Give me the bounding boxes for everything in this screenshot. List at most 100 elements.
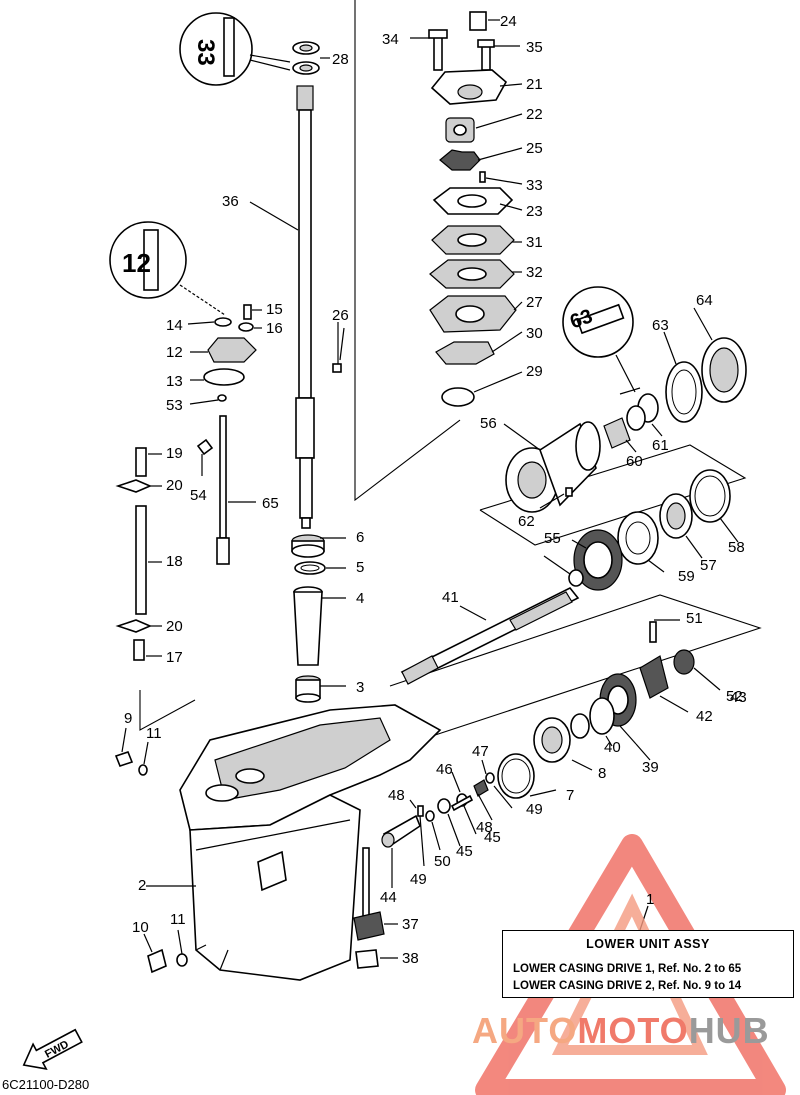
- callout-38: 38: [402, 950, 419, 967]
- callout-22: 22: [526, 106, 543, 123]
- callout-21: 21: [526, 76, 543, 93]
- callout-45: 45: [456, 843, 473, 860]
- callout-55: 55: [544, 530, 561, 547]
- callout-14: 14: [166, 317, 183, 334]
- callout-20: 20: [166, 477, 183, 494]
- callout-57: 57: [700, 557, 717, 574]
- callout-19: 19: [166, 445, 183, 462]
- callout-51: 51: [686, 610, 703, 627]
- inset-code-12: 12: [122, 248, 151, 278]
- callout-61: 61: [652, 437, 669, 454]
- callout-11: 11: [146, 725, 162, 742]
- callout-46: 46: [436, 761, 453, 778]
- callout-54: 54: [190, 487, 207, 504]
- callout-45: 45: [484, 829, 501, 846]
- automotohub-watermark: AUTOMOTOHUB: [472, 1010, 770, 1052]
- forward-gear: [568, 529, 623, 591]
- callout-48: 48: [476, 819, 493, 836]
- fwd-label: FWD: [43, 1038, 71, 1060]
- callout-23: 23: [526, 203, 543, 220]
- callout-48: 48: [388, 787, 405, 804]
- callout-36: 36: [222, 193, 239, 210]
- callout-3: 3: [356, 679, 364, 696]
- gear-group-frame: [389, 594, 762, 741]
- inset-code-33: 33: [192, 39, 219, 66]
- inset-circle-12: 12: [109, 221, 226, 316]
- drive-shaft-assembly: [292, 41, 342, 529]
- shift-plunger-parts: [381, 772, 495, 848]
- callout-25: 25: [526, 140, 543, 157]
- propeller-shaft-housing-group: [505, 337, 747, 513]
- callout-56: 56: [480, 415, 497, 432]
- callout-10: 10: [132, 919, 149, 936]
- callout-64: 64: [696, 292, 713, 309]
- watermark-hub: HUB: [688, 1010, 770, 1051]
- shift-rod-frame: [139, 690, 196, 731]
- callout-15: 15: [266, 301, 283, 318]
- callout-29: 29: [526, 363, 543, 380]
- callout-12: 12: [166, 344, 183, 361]
- callout-50: 50: [434, 853, 451, 870]
- propeller-bearings: [617, 469, 731, 565]
- callout-11: 11: [170, 911, 186, 928]
- title-heading: LOWER UNIT ASSY: [586, 937, 710, 951]
- callout-65: 65: [262, 495, 279, 512]
- title-line-2: LOWER CASING DRIVE 2, Ref. No. 9 to 14: [513, 980, 742, 992]
- callout-1: 1: [646, 891, 654, 908]
- callout-30: 30: [526, 325, 543, 342]
- fwd-arrow-icon: FWD: [22, 1028, 83, 1071]
- callout-numbers: 1234567891011111213141516171819202021222…: [124, 13, 747, 967]
- callout-17: 17: [166, 649, 183, 666]
- callout-9: 9: [124, 710, 132, 727]
- callout-59: 59: [678, 568, 695, 585]
- propeller-shaft-group-frame: [479, 444, 747, 546]
- watermark-auto: AUTO: [472, 1010, 578, 1051]
- lower-unit-title-box: LOWER UNIT ASSY LOWER CASING DRIVE 1, Re…: [502, 930, 794, 998]
- callout-7: 7: [566, 787, 574, 804]
- callout-18: 18: [166, 553, 183, 570]
- drain-screws: [114, 751, 188, 974]
- callout-58: 58: [728, 539, 745, 556]
- callout-5: 5: [356, 559, 364, 576]
- water-pump-assembly: [428, 11, 517, 407]
- callout-28: 28: [332, 51, 349, 68]
- callout-53: 53: [166, 397, 183, 414]
- callout-39: 39: [642, 759, 659, 776]
- callout-49: 49: [410, 871, 427, 888]
- driveshaft-group-frame: [354, 0, 461, 502]
- callout-37: 37: [402, 916, 419, 933]
- callout-63: 63: [652, 317, 669, 334]
- callout-62: 62: [518, 513, 535, 530]
- callout-42: 42: [696, 708, 713, 725]
- callout-20: 20: [166, 618, 183, 635]
- inset-circle-33: 33: [179, 12, 291, 86]
- callout-4: 4: [356, 590, 364, 607]
- callout-44: 44: [380, 889, 397, 906]
- callout-26: 26: [332, 307, 349, 324]
- watermark-moto: MOTO: [577, 1010, 689, 1051]
- callout-27: 27: [526, 294, 543, 311]
- callout-49: 49: [526, 801, 543, 818]
- callout-41: 41: [442, 589, 459, 606]
- reverse-gear-group: [497, 621, 695, 799]
- shaft-bearings: [291, 534, 326, 703]
- leader-lines: [121, 19, 739, 959]
- callout-52: 52: [726, 688, 743, 705]
- lower-casing: [179, 704, 442, 981]
- inset-circle-63: 63: [562, 286, 641, 395]
- callout-2: 2: [138, 877, 146, 894]
- title-line-1: LOWER CASING DRIVE 1, Ref. No. 2 to 65: [513, 963, 742, 975]
- shift-mechanism: [115, 304, 257, 661]
- callout-43: 43: [730, 689, 747, 706]
- callout-6: 6: [356, 529, 364, 546]
- pinion-and-nut: [353, 847, 385, 969]
- callout-35: 35: [526, 39, 543, 56]
- propeller-shaft: [400, 586, 580, 685]
- callout-8: 8: [598, 765, 606, 782]
- callout-13: 13: [166, 373, 183, 390]
- callout-47: 47: [472, 743, 489, 760]
- callout-33: 33: [526, 177, 543, 194]
- callout-16: 16: [266, 320, 283, 337]
- callout-31: 31: [526, 234, 543, 251]
